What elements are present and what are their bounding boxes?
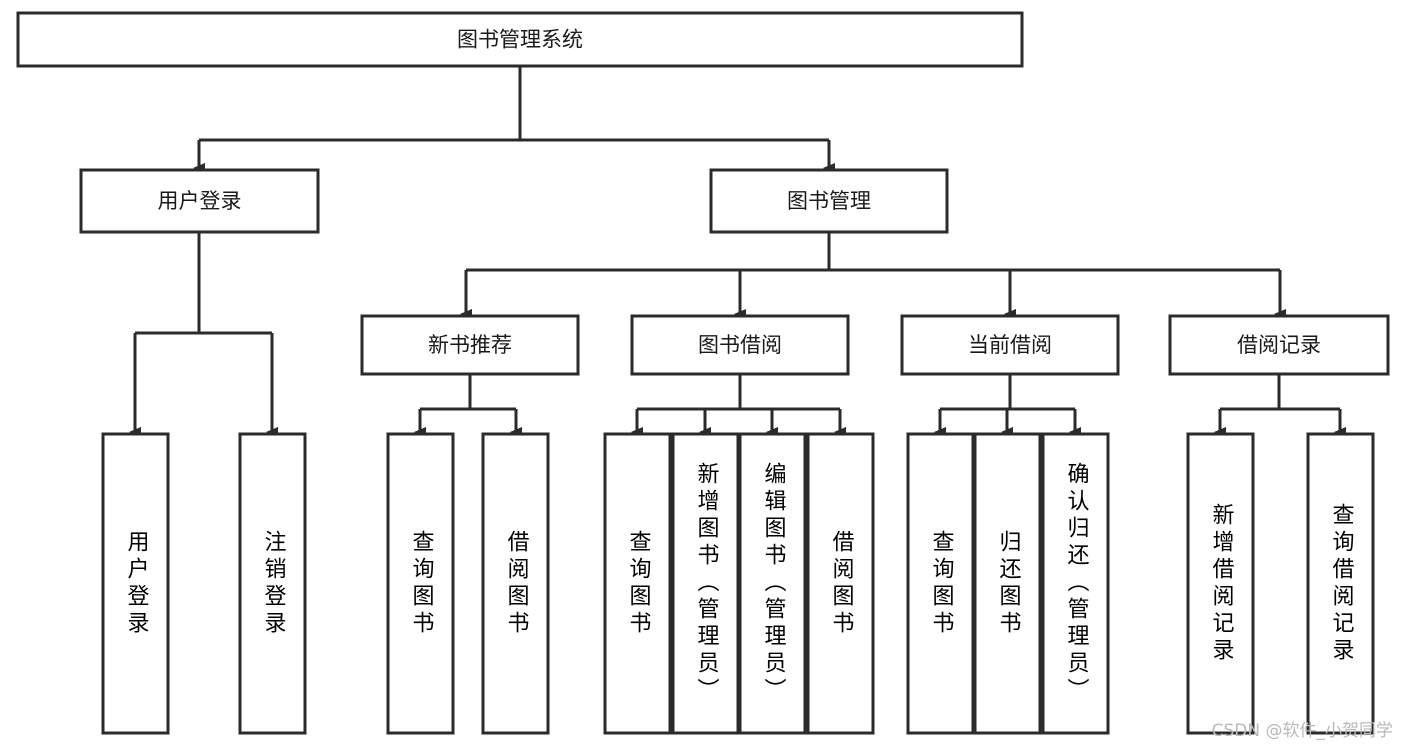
node-leaf-query-book-borrow[interactable]: 查询图书 — [603, 432, 672, 735]
node-label-leaf-logout: 注销登录 — [260, 529, 286, 638]
node-label-wrap-leaf-add-book-admin: 新增图书（管理员） — [693, 462, 719, 705]
node-label-leaf-query-book-recommend: 查询图书 — [408, 529, 434, 638]
node-leaf-user-login[interactable]: 用户登录 — [101, 432, 170, 735]
node-label-wrap-leaf-borrow-book: 借阅图书 — [828, 529, 854, 638]
node-box-current-borrow — [900, 314, 1120, 376]
node-root[interactable]: 图书管理系统 — [16, 11, 1024, 68]
node-current-borrow[interactable]: 当前借阅 — [900, 314, 1120, 376]
node-label-leaf-query-borrow-record: 查询借阅记录 — [1328, 502, 1354, 665]
node-box-root — [16, 11, 1024, 68]
node-box-leaf-query-book-recommend — [386, 432, 455, 735]
node-label-wrap-leaf-query-book-recommend: 查询图书 — [408, 529, 434, 638]
node-borrow-record[interactable]: 借阅记录 — [1168, 314, 1390, 376]
node-box-leaf-user-login — [101, 432, 170, 735]
node-label-user-login: 用户登录 — [158, 189, 242, 213]
node-box-leaf-add-book-admin — [671, 432, 740, 735]
node-label-wrap-leaf-add-borrow-record: 新增借阅记录 — [1208, 502, 1234, 665]
node-label-new-book-recommend: 新书推荐 — [428, 333, 512, 357]
node-box-leaf-query-book-current — [906, 432, 975, 735]
node-label-leaf-user-login: 用户登录 — [123, 529, 149, 638]
node-leaf-logout[interactable]: 注销登录 — [238, 432, 307, 735]
node-leaf-query-borrow-record[interactable]: 查询借阅记录 — [1306, 432, 1375, 735]
node-leaf-add-borrow-record[interactable]: 新增借阅记录 — [1186, 432, 1255, 735]
node-box-book-borrow — [630, 314, 850, 376]
node-book-borrow[interactable]: 图书借阅 — [630, 314, 850, 376]
node-label-leaf-query-book-current: 查询图书 — [928, 529, 954, 638]
node-layer: 图书管理系统用户登录图书管理新书推荐图书借阅当前借阅借阅记录用户登录注销登录查询… — [16, 11, 1390, 735]
node-label-root: 图书管理系统 — [457, 28, 583, 52]
node-label-wrap-leaf-borrow-book-recommend: 借阅图书 — [503, 529, 529, 638]
node-box-user-login — [79, 168, 320, 234]
node-label-leaf-borrow-book-recommend: 借阅图书 — [503, 529, 529, 638]
node-label-leaf-confirm-return-admin: 确认归还（管理员） — [1063, 462, 1089, 705]
node-label-book-manage: 图书管理 — [787, 189, 871, 213]
node-box-book-manage — [709, 168, 949, 234]
node-book-manage[interactable]: 图书管理 — [709, 168, 949, 234]
node-label-leaf-add-book-admin: 新增图书（管理员） — [693, 462, 719, 705]
node-label-borrow-record: 借阅记录 — [1237, 333, 1321, 357]
node-label-wrap-leaf-return-book: 归还图书 — [995, 529, 1021, 638]
node-label-wrap-leaf-confirm-return-admin: 确认归还（管理员） — [1063, 462, 1089, 705]
node-label-wrap-leaf-query-borrow-record: 查询借阅记录 — [1328, 502, 1354, 665]
node-box-borrow-record — [1168, 314, 1390, 376]
node-label-wrap-leaf-query-book-borrow: 查询图书 — [625, 529, 651, 638]
node-label-wrap-leaf-query-book-current: 查询图书 — [928, 529, 954, 638]
node-label-book-borrow: 图书借阅 — [698, 333, 782, 357]
node-box-leaf-borrow-book — [806, 432, 875, 735]
node-label-leaf-add-borrow-record: 新增借阅记录 — [1208, 502, 1234, 665]
node-label-current-borrow: 当前借阅 — [968, 333, 1052, 357]
node-label-wrap-leaf-logout: 注销登录 — [260, 529, 286, 638]
node-label-leaf-edit-book-admin: 编辑图书（管理员） — [760, 462, 786, 705]
node-box-leaf-return-book — [973, 432, 1042, 735]
node-box-leaf-edit-book-admin — [738, 432, 807, 735]
node-box-new-book-recommend — [360, 314, 580, 376]
node-new-book-recommend[interactable]: 新书推荐 — [360, 314, 580, 376]
node-leaf-confirm-return-admin[interactable]: 确认归还（管理员） — [1041, 432, 1110, 735]
node-box-leaf-query-borrow-record — [1306, 432, 1375, 735]
node-box-leaf-query-book-borrow — [603, 432, 672, 735]
node-leaf-edit-book-admin[interactable]: 编辑图书（管理员） — [738, 432, 807, 735]
watermark-text: CSDN @软件_小贺同学 — [1211, 721, 1393, 741]
node-label-wrap-leaf-user-login: 用户登录 — [123, 529, 149, 638]
node-leaf-borrow-book-recommend[interactable]: 借阅图书 — [481, 432, 550, 735]
node-leaf-query-book-current[interactable]: 查询图书 — [906, 432, 975, 735]
node-box-leaf-borrow-book-recommend — [481, 432, 550, 735]
node-label-leaf-return-book: 归还图书 — [995, 529, 1021, 638]
node-leaf-return-book[interactable]: 归还图书 — [973, 432, 1042, 735]
node-leaf-add-book-admin[interactable]: 新增图书（管理员） — [671, 432, 740, 735]
node-box-leaf-add-borrow-record — [1186, 432, 1255, 735]
node-label-wrap-leaf-edit-book-admin: 编辑图书（管理员） — [760, 462, 786, 705]
node-label-leaf-borrow-book: 借阅图书 — [828, 529, 854, 638]
node-leaf-borrow-book[interactable]: 借阅图书 — [806, 432, 875, 735]
node-leaf-query-book-recommend[interactable]: 查询图书 — [386, 432, 455, 735]
node-label-leaf-query-book-borrow: 查询图书 — [625, 529, 651, 638]
connector-layer — [129, 66, 1346, 437]
node-box-leaf-logout — [238, 432, 307, 735]
node-box-leaf-confirm-return-admin — [1041, 432, 1110, 735]
node-user-login[interactable]: 用户登录 — [79, 168, 320, 234]
